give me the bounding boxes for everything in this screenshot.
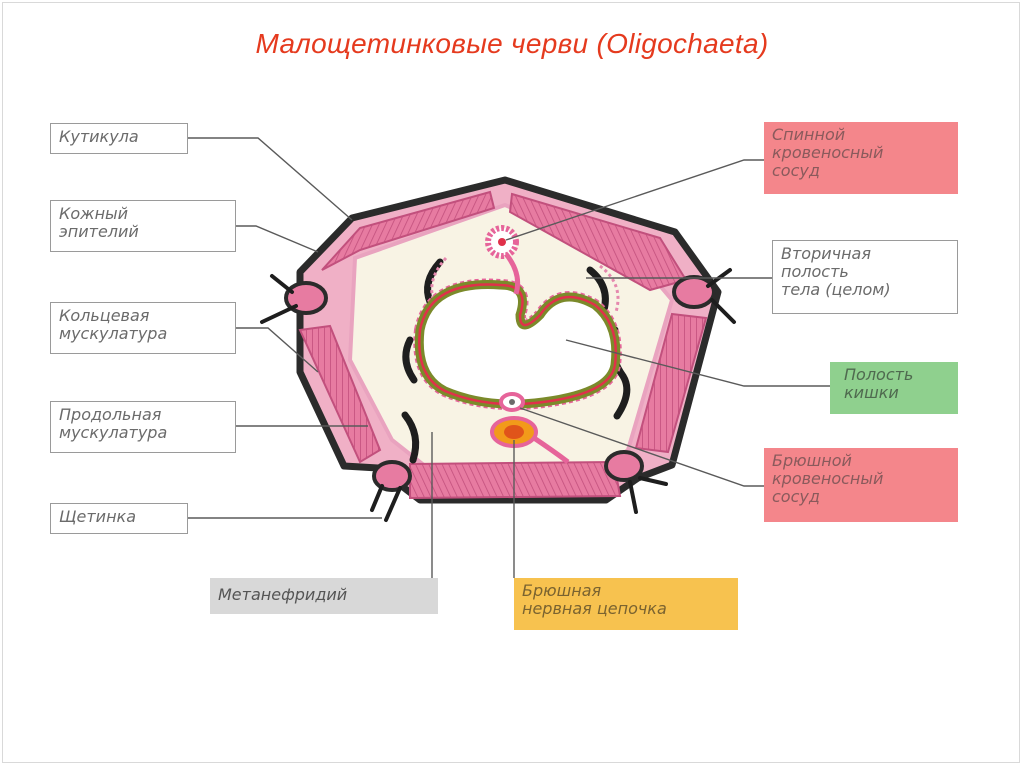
dorsal-vessel-connector xyxy=(504,252,521,295)
leader-lines xyxy=(188,137,830,578)
label-coelom: Вторичная полость тела (целом) xyxy=(772,240,958,314)
label-ventral-blood-vessel: Брюшной кровеносный сосуд xyxy=(764,448,958,522)
label-ventral-nerve-cord: Брюшная нервная цепочка xyxy=(514,578,738,630)
muscle-band-top-left xyxy=(321,190,496,271)
label-gut-cavity: Полость кишки xyxy=(830,362,958,414)
label-skin-epithelium: Кожный эпителий xyxy=(50,200,236,252)
label-dorsal-blood-vessel: Спинной кровеносный сосуд xyxy=(764,122,958,194)
label-longitudinal-muscles: Продольная мускулатура xyxy=(50,401,236,453)
page-title: Малощетинковые черви (Oligochaeta) xyxy=(255,28,769,59)
muscle-knot-bottom-right xyxy=(604,450,644,482)
gut-wall xyxy=(414,280,621,409)
muscle-band-top-right xyxy=(508,192,688,292)
muscle-knot-right xyxy=(672,275,716,309)
label-circular-muscles: Кольцевая мускулатура xyxy=(50,302,236,354)
gut-inner-line xyxy=(418,283,617,406)
nerve-connector xyxy=(532,435,570,465)
muscle-knot-bottom-left xyxy=(372,460,412,492)
label-seta: Щетинка xyxy=(50,503,188,534)
label-metanephridium: Метанефридий xyxy=(210,578,438,614)
label-cuticle: Кутикула xyxy=(50,123,188,154)
muscle-band-left xyxy=(298,324,382,464)
setae xyxy=(260,268,736,522)
muscle-band-right xyxy=(634,312,708,454)
muscle-band-bottom xyxy=(409,460,622,500)
